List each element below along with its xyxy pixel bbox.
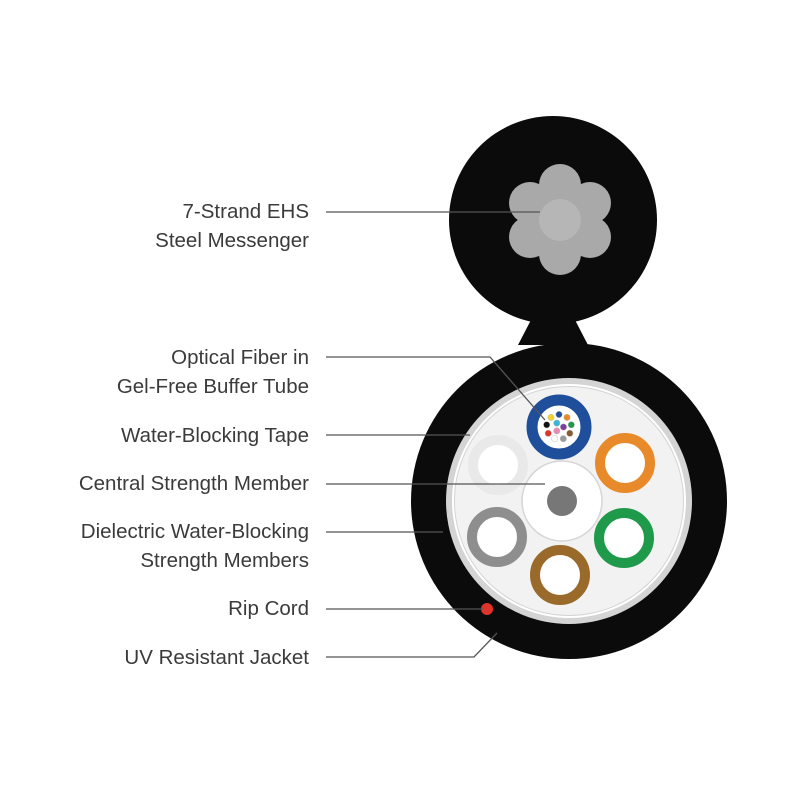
- label-central-strength-member-text: Central Strength Member: [78, 472, 309, 495]
- optical-fiber-4: [566, 429, 574, 437]
- buffer-tube-blue: [526, 394, 592, 460]
- optical-fiber-3: [567, 421, 575, 429]
- optical-fiber-8: [543, 421, 551, 429]
- label-central-strength-member: Central Strength Member: [79, 469, 309, 498]
- leader-optical-fiber: [326, 356, 546, 421]
- label-jacket-text: UV Resistant Jacket: [124, 646, 309, 669]
- label-rip-cord: Rip Cord: [228, 594, 309, 623]
- steel-messenger-strands: [509, 164, 611, 275]
- central-strength-member: [547, 486, 577, 516]
- optical-fiber-11: [553, 427, 561, 435]
- buffer-tube-white: [468, 435, 528, 495]
- label-dielectric-line2: Strength Members: [140, 549, 309, 572]
- label-optical-fiber-line2: Gel-Free Buffer Tube: [116, 375, 309, 398]
- optical-fiber-10: [560, 423, 567, 431]
- label-messenger-line2: Steel Messenger: [155, 229, 309, 252]
- optical-fiber-12: [553, 419, 561, 427]
- optical-fiber-2: [563, 413, 571, 421]
- optical-fiber-1: [555, 411, 563, 418]
- leader-jacket: [326, 632, 498, 658]
- tape-inner-border: [452, 384, 686, 618]
- label-dielectric-line1: Dielectric Water-Blocking: [80, 520, 309, 543]
- buffer-tube-orange: [595, 433, 655, 493]
- label-jacket: UV Resistant Jacket: [124, 643, 309, 672]
- buffer-tube-brown: [530, 545, 590, 605]
- label-water-blocking-tape-text: Water-Blocking Tape: [120, 424, 309, 447]
- messenger-strand-center: [539, 199, 581, 241]
- buffer-tube-gray: [467, 507, 527, 567]
- optical-fiber-5: [559, 435, 567, 443]
- jacket-web: [518, 318, 588, 345]
- optical-fiber-6: [551, 435, 559, 443]
- label-optical-fiber-line1: Optical Fiber in: [171, 346, 309, 369]
- optical-fiber-9: [547, 413, 555, 421]
- buffer-tube-green: [594, 508, 654, 568]
- optical-fiber-7: [544, 429, 552, 437]
- label-water-blocking-tape: Water-Blocking Tape: [121, 421, 309, 450]
- label-rip-cord-text: Rip Cord: [228, 597, 309, 620]
- label-optical-fiber: Optical Fiber in Gel-Free Buffer Tube: [117, 343, 309, 401]
- label-dielectric-strength-members: Dielectric Water-Blocking Strength Membe…: [81, 517, 309, 575]
- optical-fibers-group: [543, 411, 575, 443]
- rip-cord: [481, 603, 493, 615]
- label-messenger: 7-Strand EHS Steel Messenger: [155, 197, 309, 255]
- leader-lines: [326, 211, 546, 658]
- label-messenger-line1: 7-Strand EHS: [182, 200, 309, 223]
